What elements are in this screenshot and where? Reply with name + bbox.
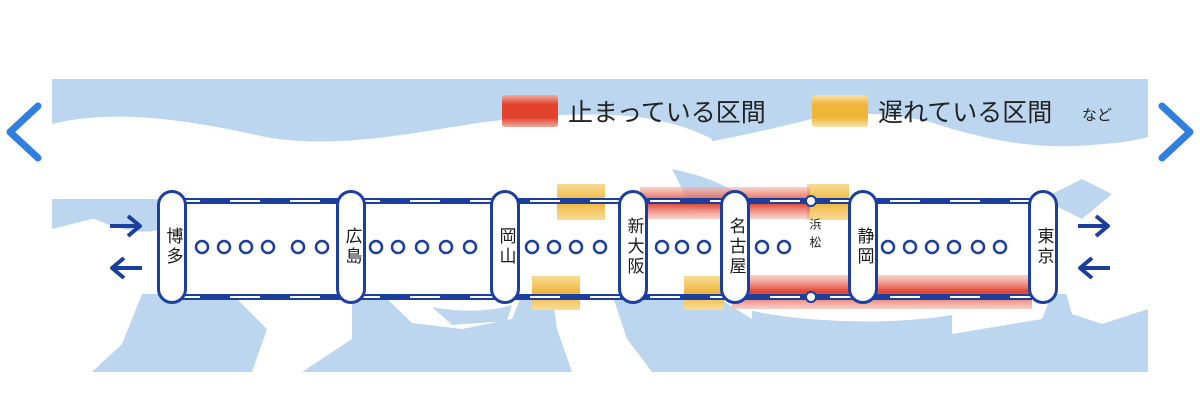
stopped-segment-lower	[732, 275, 1032, 309]
legend-delayed-label: 遅れている区間	[878, 98, 1053, 127]
station-label: 岡山	[495, 227, 516, 267]
delay-segment-lower-2	[684, 276, 724, 310]
station-label: 名古屋	[725, 217, 746, 277]
arrow-right-icon	[106, 212, 146, 240]
station-label: 静岡	[853, 227, 874, 267]
arrow-right-icon	[1074, 212, 1114, 240]
stopped-swatch	[502, 95, 558, 127]
chevron-right-icon	[1158, 102, 1194, 162]
station-nagoya[interactable]: 名古屋	[720, 190, 750, 304]
station-hiroshima[interactable]: 広島	[336, 190, 366, 304]
delayed-swatch	[812, 95, 868, 127]
station-label: 東京	[1033, 227, 1054, 267]
station-label: 博多	[162, 227, 183, 267]
intermediate-stops	[194, 239, 1008, 255]
station-shin-osaka[interactable]: 新大阪	[618, 190, 648, 304]
arrow-left-icon	[106, 254, 146, 282]
legend-stopped-label: 止まっている区間	[568, 98, 766, 127]
next-slide-button[interactable]	[1154, 100, 1200, 164]
chevron-left-icon	[6, 102, 42, 162]
station-hakata[interactable]: 博多	[157, 190, 187, 304]
station-okayama[interactable]: 岡山	[490, 190, 520, 304]
delay-segment-lower-1	[532, 276, 580, 310]
station-label: 新大阪	[623, 217, 644, 277]
station-shizuoka[interactable]: 静岡	[848, 190, 878, 304]
legend-etc-label: など	[1082, 106, 1113, 124]
station-label: 広島	[341, 227, 362, 267]
arrow-left-icon	[1074, 254, 1114, 282]
legend-delayed: 遅れている区間	[812, 94, 1052, 128]
station-hamamatsu-label: 浜松	[808, 218, 822, 254]
legend-stopped: 止まっている区間	[502, 94, 766, 128]
prev-slide-button[interactable]	[0, 100, 46, 164]
station-tokyo[interactable]: 東京	[1028, 190, 1058, 304]
